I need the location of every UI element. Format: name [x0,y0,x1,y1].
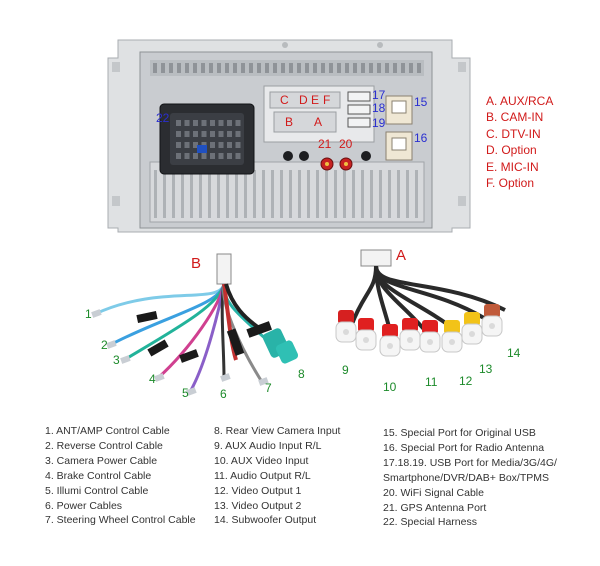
label-10: 10 [383,380,397,394]
list-item: 20. WiFi Signal Cable [383,486,484,499]
legend-item-b: B. CAM-IN [486,110,544,125]
cable-list-2: 8. Rear View Camera Input 9. AUX Audio I… [214,424,340,528]
label-13: 13 [479,362,493,376]
list-item: 6. Power Cables [45,499,123,512]
label-12: 12 [459,374,473,388]
list-item: 4. Brake Control Cable [45,469,152,482]
label-8: 8 [298,367,305,381]
usb-port-17 [347,91,371,102]
list-item: 14. Subwoofer Output [214,514,317,527]
label-14: 14 [507,346,521,360]
label-19: 19 [372,116,386,130]
list-item: 22. Special Harness [383,516,477,529]
list-item: 21. GPS Antenna Port [383,501,487,514]
legend-item-a: A. AUX/RCA [486,94,554,108]
gps-antenna-port [320,157,334,171]
harness-b: B 1 2 3 4 5 6 7 8 [85,253,305,401]
cable-list-1: 1. ANT/AMP Control Cable 2. Reverse Cont… [45,424,196,528]
list-item: 2. Reverse Control Cable [45,439,163,452]
list-item: 9. AUX Audio Input R/L [214,439,322,452]
usb-port-18 [347,104,371,115]
label-18: 18 [372,101,386,115]
label-1: 1 [85,307,92,321]
label-6: 6 [220,387,227,401]
list-item: 3. Camera Power Cable [45,454,158,467]
port-letter-b: B [285,115,293,129]
legend-item-f: F. Option [486,176,535,191]
wifi-antenna-port [339,157,353,171]
port-letter-d: D [299,93,308,107]
port-letter-e: E [311,93,319,107]
label-22: 22 [156,111,170,125]
port-letter-a: A [314,115,322,129]
label-11: 11 [425,375,438,389]
label-7: 7 [265,381,272,395]
list-item: 7. Steering Wheel Control Cable [45,514,196,527]
list-item: 11. Audio Output R/L [214,469,311,482]
usb-port-19 [347,117,371,128]
list-item: 10. AUX Video Input [214,454,309,467]
list-item: 5. Illumi Control Cable [45,484,149,497]
head-unit [107,39,471,233]
label-17: 17 [372,88,386,102]
list-item: 12. Video Output 1 [214,484,302,497]
label-9: 9 [342,363,349,377]
legend-item-c: C. DTV-IN [486,126,541,141]
label-21: 21 [318,137,332,151]
connector-letter-legend: A. AUX/RCA B. CAM-IN C. DTV-IN D. Option… [486,93,553,191]
harness-b-title: B [191,255,201,272]
label-3: 3 [113,353,120,367]
legend-item-d: D. Option [486,143,537,158]
port-letter-c: C [280,93,289,107]
list-item: 8. Rear View Camera Input [214,425,341,437]
list-item: 1. ANT/AMP Control Cable [45,425,170,437]
label-4: 4 [149,372,156,386]
legend-item-e: E. MIC-IN [486,159,539,174]
list-item: 16. Special Port for Radio Antenna [383,441,545,454]
label-15: 15 [414,95,428,109]
cable-list-3: 15. Special Port for Original USB 16. Sp… [383,426,557,530]
list-item: Smartphone/DVR/DAB+ Box/TPMS [383,471,550,484]
label-2: 2 [101,338,108,352]
port-letter-f: F [323,93,330,107]
label-5: 5 [182,386,189,400]
list-item: 15. Special Port for Original USB [383,427,536,439]
list-item: 17.18.19. USB Port for Media/3G/4G/ [383,456,557,469]
unit-port-labels: 15 16 17 18 19 20 21 22 C D E F B A [156,88,428,151]
harness-a: A 9 10 11 12 13 14 [335,247,521,394]
label-16: 16 [414,131,428,145]
label-20: 20 [339,137,353,151]
harness-a-title: A [396,247,406,264]
list-item: 13. Video Output 2 [214,499,302,512]
